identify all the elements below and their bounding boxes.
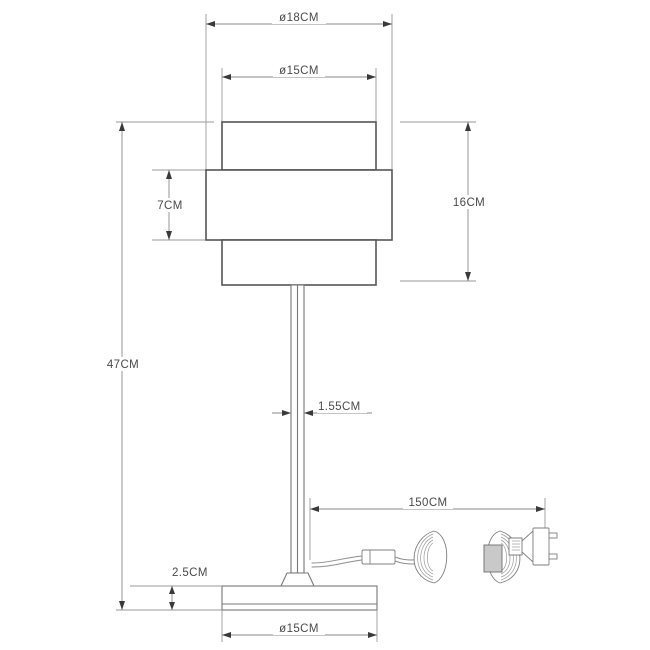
label-backing — [448, 195, 490, 209]
label-backing — [273, 64, 325, 77]
power-plug — [508, 527, 558, 566]
dimension-label-lamp-height: 47CM — [107, 359, 139, 371]
arrow-bottom — [169, 602, 175, 610]
inline-switch[interactable] — [361, 549, 396, 565]
lamp-base-group — [221, 585, 378, 611]
dimension-shade-height: 16CM — [400, 121, 490, 282]
arrow-top — [166, 170, 172, 179]
label-backing — [403, 495, 453, 509]
coil-strand-r4 — [500, 542, 507, 572]
arrow-left — [222, 74, 231, 80]
arrow-top — [465, 122, 471, 131]
dimension-shade-outer-diameter: ø18CM — [205, 11, 393, 178]
lamp-stem-group — [280, 284, 315, 587]
plug-strain-relief — [508, 537, 523, 556]
dimension-shade-inner-diameter: ø15CM — [221, 64, 377, 122]
arrow-right — [367, 74, 376, 80]
dimension-stem-diameter: 1.55CM — [272, 399, 372, 416]
arrow-right — [368, 632, 377, 638]
label-backing — [101, 357, 145, 371]
label-backing — [317, 399, 367, 413]
cord-segment-base-lower — [311, 559, 363, 568]
arrow-right — [536, 506, 545, 512]
plug-body — [532, 527, 550, 566]
switch-body[interactable] — [361, 549, 396, 565]
coil-left-lobe — [413, 530, 448, 584]
plug-taper — [521, 529, 534, 564]
arrow-top — [169, 586, 175, 594]
power-cord-group — [311, 527, 558, 584]
coil-strand-l2 — [420, 536, 434, 578]
arrow-left — [310, 506, 319, 512]
coil-strand-l3 — [423, 539, 434, 575]
shade-lower-ring — [221, 239, 377, 286]
dimension-label-shade-height: 16CM — [453, 197, 485, 209]
dimension-label-base-height: 2.5CM — [172, 567, 208, 579]
arrow-bottom — [166, 231, 172, 240]
arrow-top — [119, 122, 125, 131]
coil-strand-l4 — [427, 542, 434, 572]
dimension-label-shade-band-height: 7CM — [157, 200, 182, 212]
coil-strand-r3 — [500, 539, 511, 575]
dimension-base-diameter: ø15CM — [221, 610, 378, 642]
dimension-label-base-diameter: ø15CM — [279, 623, 319, 635]
coil-tie-band — [483, 544, 503, 573]
plug-pin-top — [548, 532, 558, 539]
coil-strand-r1 — [500, 533, 517, 581]
arrow-bottom — [465, 272, 471, 281]
dimension-label-cord-length: 150CM — [408, 497, 447, 509]
cord-coil — [413, 530, 521, 584]
dimension-label-stem-diameter: 1.55CM — [318, 401, 361, 413]
coil-strand-r2 — [500, 536, 514, 578]
base-plate — [221, 585, 378, 611]
arrow-left — [206, 21, 215, 27]
lamp-shade-group — [205, 121, 393, 286]
dimension-label-shade-outer-diameter: ø18CM — [279, 12, 319, 24]
cord-segment-base — [311, 555, 363, 564]
arrow-bottom — [119, 601, 125, 610]
dimension-base-height: 2.5CM — [130, 565, 222, 611]
dimension-shade-band-height: 7CM — [152, 169, 210, 241]
label-backing — [273, 622, 325, 635]
arrow-right — [383, 21, 392, 27]
coil-strand-l1 — [417, 533, 434, 581]
shade-upper-ring — [221, 121, 377, 171]
arrow-left — [222, 632, 231, 638]
label-backing — [272, 11, 326, 24]
label-backing — [152, 198, 188, 212]
dimension-lamp-height: 47CM — [101, 121, 214, 611]
stem-collar — [280, 572, 315, 587]
plug-pin-bottom — [548, 553, 558, 560]
dimension-label-shade-inner-diameter: ø15CM — [279, 65, 319, 77]
label-backing — [167, 565, 221, 579]
arrow-left — [282, 410, 291, 416]
arrow-right — [304, 410, 313, 416]
shade-middle-band — [205, 169, 393, 241]
